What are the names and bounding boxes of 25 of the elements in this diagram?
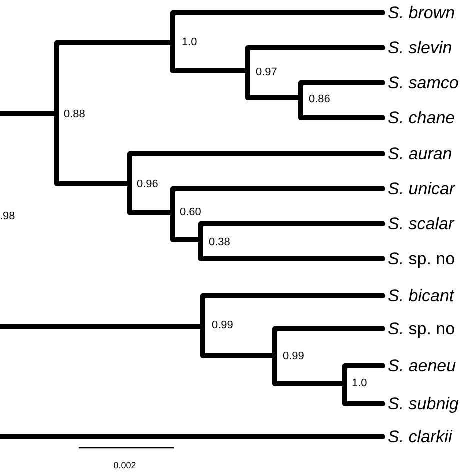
support-value: 0.38	[209, 238, 230, 248]
support-value: 1.0	[182, 38, 198, 48]
taxon-label: S. slevin	[388, 40, 452, 56]
scale-label: 0.002	[114, 462, 136, 470]
taxon-label: S. scalar	[388, 216, 454, 232]
taxon-label: S. samco	[388, 74, 459, 92]
taxon-label: S. sp. no	[388, 320, 456, 338]
support-value: 1.0	[352, 378, 368, 390]
taxon-label: S. brown	[388, 4, 456, 22]
support-value: 0.96	[137, 180, 158, 190]
support-value: 0.99	[283, 352, 304, 362]
support-value: 0.97	[256, 68, 278, 78]
taxon-label: S. clarkii	[388, 428, 452, 446]
support-value: .98	[0, 212, 16, 222]
taxon-label: S. sp. no	[388, 250, 456, 268]
taxon-label: S. auran	[388, 146, 452, 162]
taxon-label: S. subnig	[388, 396, 459, 412]
support-value: 0.60	[180, 208, 202, 218]
support-value: 0.86	[309, 94, 330, 106]
taxon-label: S. chane	[388, 110, 456, 126]
taxon-label: S. unicar	[388, 180, 456, 198]
support-value: 0.99	[212, 320, 234, 332]
taxon-label: S. bicant	[388, 288, 454, 304]
support-value: 0.88	[64, 110, 86, 120]
taxon-label: S. aeneu	[388, 358, 456, 374]
